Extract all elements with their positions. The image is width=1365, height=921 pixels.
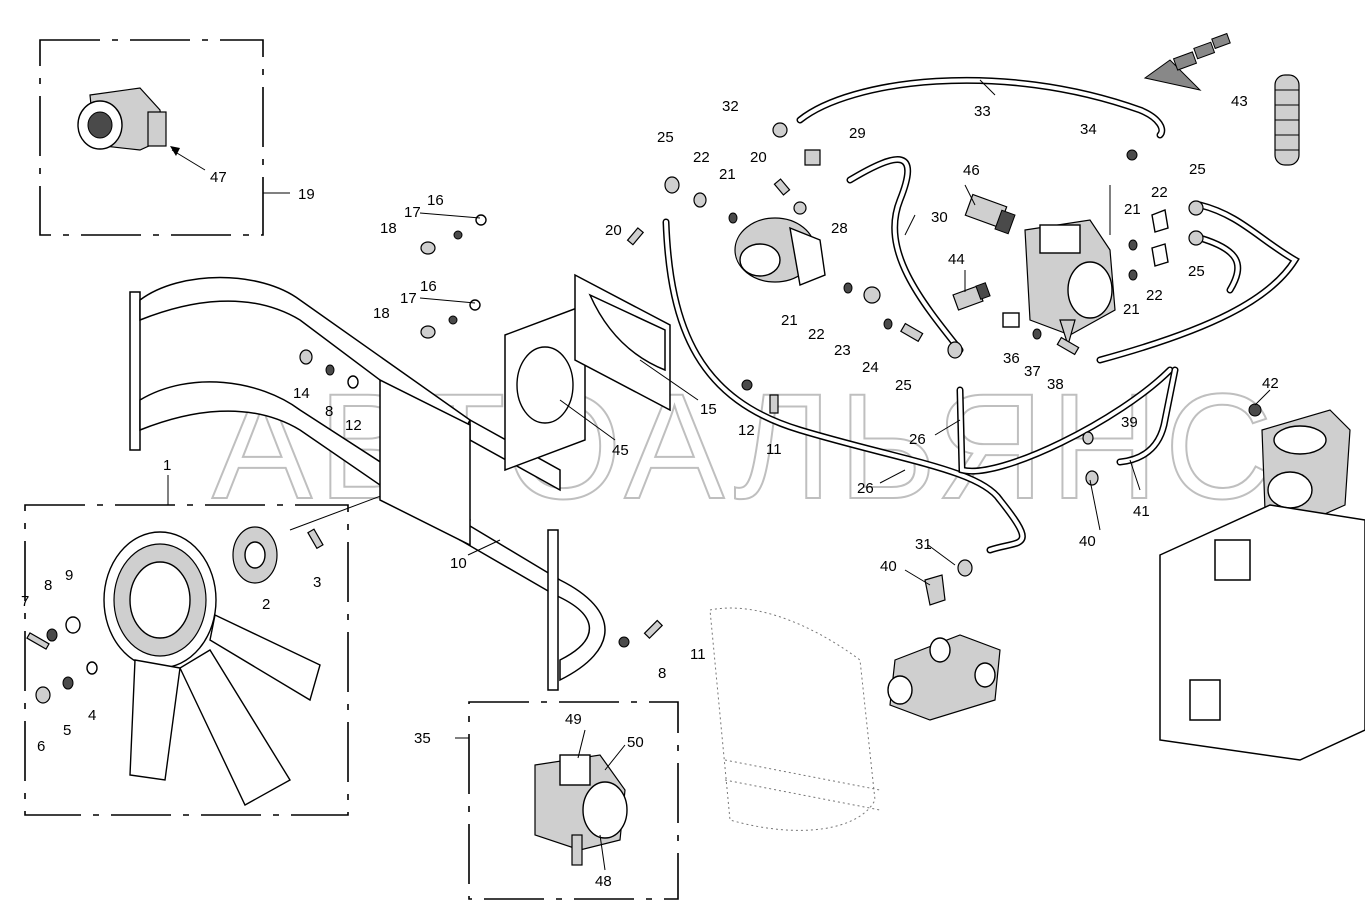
nut-6 xyxy=(35,686,51,704)
fittings-misc xyxy=(664,122,1204,606)
callout-40b: 40 xyxy=(880,558,897,575)
callout-33: 33 xyxy=(974,103,991,120)
detail-box-19 xyxy=(39,39,264,236)
callout-50: 50 xyxy=(627,734,644,751)
callout-22b: 22 xyxy=(808,326,825,343)
callout-48: 48 xyxy=(595,873,612,890)
callout-45: 45 xyxy=(612,442,629,459)
sensor-46 xyxy=(964,193,1016,235)
callout-11b: 11 xyxy=(690,646,706,663)
filter-43 xyxy=(1274,74,1300,166)
fan-1 xyxy=(103,531,321,806)
callout-1: 1 xyxy=(163,457,171,474)
callout-20b: 20 xyxy=(605,222,622,239)
callout-8b: 8 xyxy=(44,577,52,594)
callout-16: 16 xyxy=(427,192,444,209)
callout-7: 7 xyxy=(21,593,29,610)
callout-18: 18 xyxy=(380,220,397,237)
detail-box-1 xyxy=(24,484,411,816)
callout-43: 43 xyxy=(1231,93,1248,110)
engine-ghost-outline xyxy=(709,607,881,831)
callout-30: 30 xyxy=(931,209,948,226)
leaders xyxy=(167,79,1271,739)
pump-48 xyxy=(534,754,628,866)
callout-36: 36 xyxy=(1003,350,1020,367)
callout-20: 20 xyxy=(750,149,767,166)
washer-5 xyxy=(62,676,74,690)
callout-44: 44 xyxy=(948,251,965,268)
valve-42-block xyxy=(1248,403,1351,526)
direction-arrow xyxy=(1143,32,1231,91)
callout-25d: 25 xyxy=(1188,263,1205,280)
callout-16b: 16 xyxy=(420,278,437,295)
callout-26b: 26 xyxy=(857,480,874,497)
callout-17b: 17 xyxy=(400,290,417,307)
motor-47 xyxy=(77,87,167,151)
callout-29: 29 xyxy=(849,125,866,142)
callout-15: 15 xyxy=(700,401,717,418)
tank xyxy=(1159,504,1365,761)
callout-39: 39 xyxy=(1121,414,1138,431)
bolt-7 xyxy=(26,632,50,650)
callout-4: 4 xyxy=(88,707,96,724)
callout-21c: 21 xyxy=(1124,201,1141,218)
hub-2 xyxy=(232,526,278,584)
callout-11: 11 xyxy=(766,441,782,458)
detail-box-35 xyxy=(468,701,679,900)
callout-38: 38 xyxy=(1047,376,1064,393)
pump-assembly xyxy=(1024,219,1116,348)
callout-21: 21 xyxy=(719,166,736,183)
callout-6: 6 xyxy=(37,738,45,755)
callout-25c: 25 xyxy=(1189,161,1206,178)
callout-9: 9 xyxy=(65,567,73,584)
hoses xyxy=(662,76,1300,554)
fan-shroud-frame xyxy=(129,273,671,691)
callout-3: 3 xyxy=(313,574,321,591)
washer-9 xyxy=(65,616,81,634)
callout-10: 10 xyxy=(450,555,467,572)
callout-42: 42 xyxy=(1262,375,1279,392)
callout-25b: 25 xyxy=(895,377,912,394)
callout-24: 24 xyxy=(862,359,879,376)
callout-25: 25 xyxy=(657,129,674,146)
hydraulic-motor-gear xyxy=(734,217,826,286)
callout-47: 47 xyxy=(210,169,227,186)
bolt-3 xyxy=(307,528,324,550)
callout-5: 5 xyxy=(63,722,71,739)
callout-2: 2 xyxy=(262,596,270,613)
valve-block-40 xyxy=(887,634,1001,721)
callout-26: 26 xyxy=(909,431,926,448)
callout-12b: 12 xyxy=(738,422,755,439)
callout-35: 35 xyxy=(414,730,431,747)
callout-8: 8 xyxy=(325,403,333,420)
washer-4 xyxy=(86,661,98,675)
callout-32: 32 xyxy=(722,98,739,115)
callout-40: 40 xyxy=(1079,533,1096,550)
callout-28: 28 xyxy=(831,220,848,237)
callout-14: 14 xyxy=(293,385,310,402)
callout-17: 17 xyxy=(404,204,421,221)
callout-49: 49 xyxy=(565,711,582,728)
callout-21b: 21 xyxy=(781,312,798,329)
callout-31: 31 xyxy=(915,536,932,553)
callout-34: 34 xyxy=(1080,121,1097,138)
hardware-left xyxy=(299,214,779,648)
callout-23: 23 xyxy=(834,342,851,359)
callout-46: 46 xyxy=(963,162,980,179)
callout-18b: 18 xyxy=(373,305,390,322)
callout-21d: 21 xyxy=(1123,301,1140,318)
washer-8 xyxy=(46,628,58,642)
switch-44 xyxy=(952,282,991,311)
callout-12: 12 xyxy=(345,417,362,434)
callout-8c: 8 xyxy=(658,665,666,682)
callout-41: 41 xyxy=(1133,503,1150,520)
callout-labels: 47 19 16 17 18 16 17 18 14 8 12 45 15 12… xyxy=(21,93,1279,890)
callout-19: 19 xyxy=(298,186,315,203)
callout-22d: 22 xyxy=(1146,287,1163,304)
callout-22: 22 xyxy=(693,149,710,166)
callout-22c: 22 xyxy=(1151,184,1168,201)
fittings-36-38 xyxy=(1002,312,1080,356)
callout-37: 37 xyxy=(1024,363,1041,380)
